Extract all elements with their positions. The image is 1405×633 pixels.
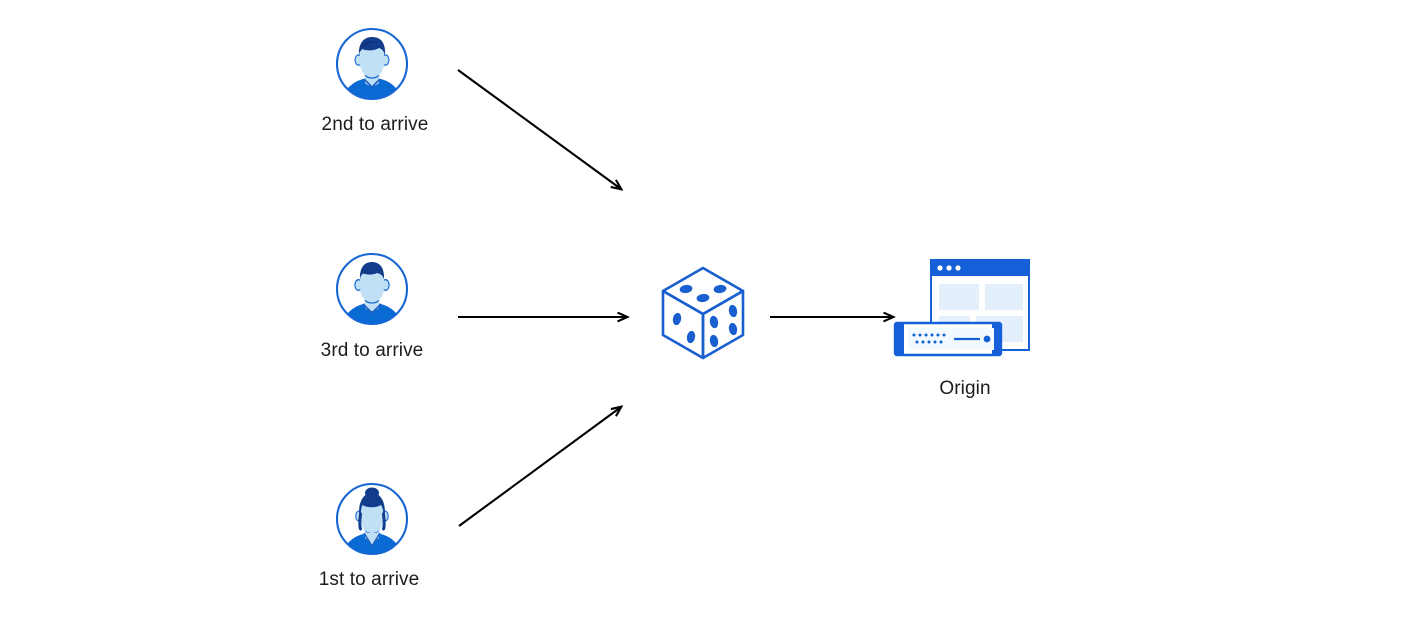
user-avatar-male-short-hair-icon [335, 27, 409, 101]
origin-server-browser-icon [893, 259, 1030, 357]
label-client-3rd: 3rd to arrive [320, 340, 424, 361]
user-avatar-female-icon [335, 482, 409, 556]
node-origin[interactable] [890, 255, 1030, 361]
dice-icon [661, 266, 745, 360]
label-client-1st: 1st to arrive [318, 569, 420, 590]
node-client-1st[interactable] [334, 481, 410, 557]
label-origin: Origin [939, 378, 991, 399]
label-client-2nd: 2nd to arrive [321, 114, 429, 135]
node-client-2nd[interactable] [334, 26, 410, 102]
node-randomizer[interactable] [655, 262, 751, 368]
arrow-1st-to-dice [458, 407, 621, 527]
server-device-icon [893, 321, 1003, 357]
node-client-3rd[interactable] [334, 251, 410, 327]
user-avatar-male-icon [335, 252, 409, 326]
